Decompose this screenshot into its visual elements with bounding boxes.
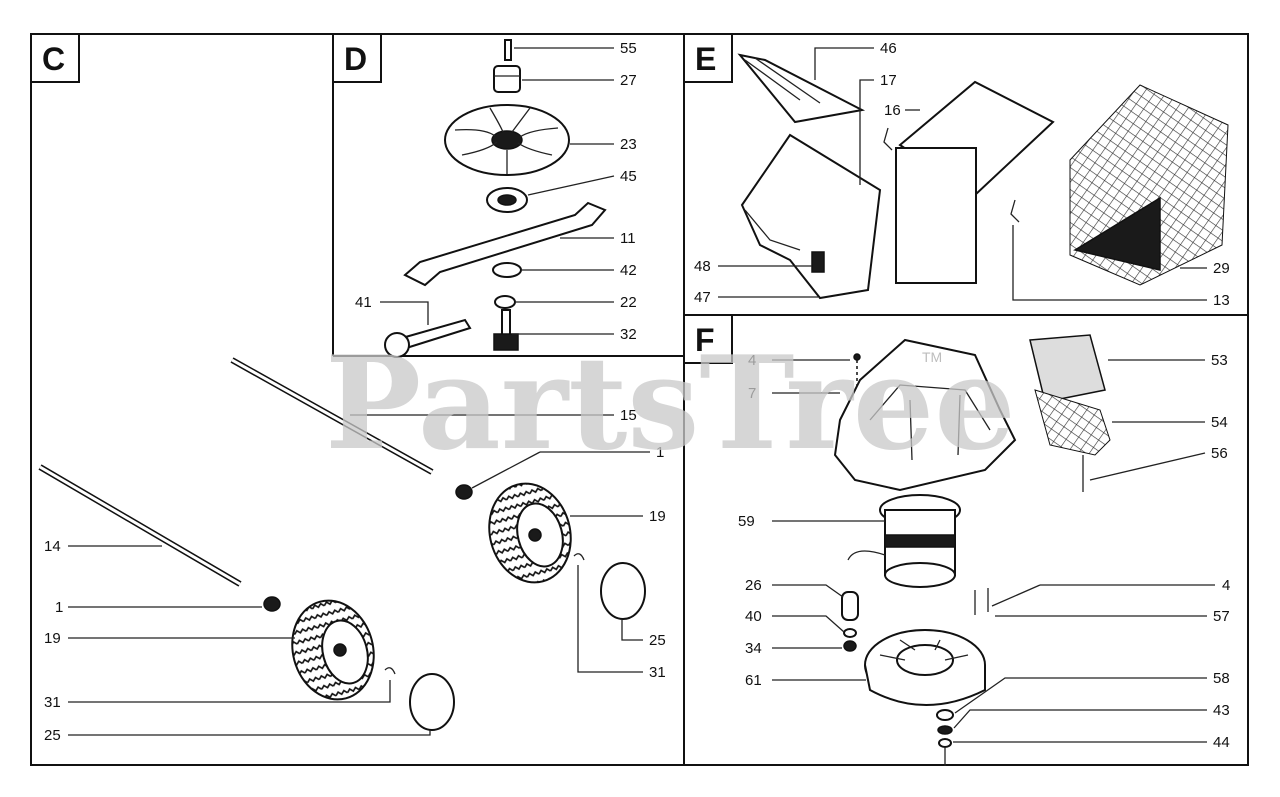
callout-23: 23 — [620, 136, 637, 153]
callout-14: 14 — [44, 538, 61, 555]
callout-4-right: 4 — [1222, 577, 1230, 594]
clip-16-part — [883, 127, 893, 151]
screw-55-part — [504, 39, 512, 61]
callout-26: 26 — [745, 577, 762, 594]
callout-17: 17 — [880, 72, 897, 89]
trademark-mark: TM — [922, 349, 942, 365]
wheel-19b-part — [291, 599, 375, 701]
panel-e-callouts: 46 17 16 48 47 29 13 — [694, 40, 1230, 309]
nut-34-part — [843, 640, 857, 652]
screws-4-57-part — [974, 588, 989, 615]
callout-1-upper: 1 — [656, 444, 664, 461]
callout-43: 43 — [1213, 702, 1230, 719]
callout-25-lower: 25 — [44, 727, 61, 744]
callout-58: 58 — [1213, 670, 1230, 687]
callout-41: 41 — [355, 294, 372, 311]
panel-e-label: E — [683, 33, 733, 83]
bag-frame-17-part — [740, 133, 882, 300]
callout-48: 48 — [694, 258, 711, 275]
clip-13-part — [1010, 199, 1020, 223]
callout-19-upper: 19 — [649, 508, 666, 525]
motor-59-part — [847, 494, 961, 588]
panel-c-callouts: 15 1 19 14 1 19 25 31 31 25 — [44, 407, 666, 744]
housing-cover-part — [833, 338, 1017, 492]
diagram-frame — [30, 33, 1249, 766]
axle-15-part — [230, 357, 434, 475]
svg-text:F: F — [695, 322, 715, 358]
washer-43-part — [937, 725, 953, 735]
clip-31a-part — [573, 553, 585, 561]
callout-53: 53 — [1211, 352, 1228, 369]
cap-25a-part — [600, 562, 646, 620]
base-61-part — [864, 629, 986, 706]
callout-27: 27 — [620, 72, 637, 89]
blade-11-part — [403, 201, 607, 287]
callout-7: 7 — [748, 385, 756, 402]
partstree-watermark: PartsTree TM — [325, 329, 1016, 479]
callout-44: 44 — [1213, 734, 1230, 751]
callout-55: 55 — [620, 40, 637, 57]
grille-54-part — [1034, 389, 1111, 456]
rod-frame-part — [895, 80, 1055, 284]
callout-4-top: 4 — [748, 352, 756, 369]
callout-11: 11 — [620, 230, 636, 247]
adapter-45-part — [486, 187, 528, 213]
bolt-32-part — [493, 309, 519, 351]
callout-15: 15 — [620, 407, 637, 424]
callout-40: 40 — [745, 608, 762, 625]
bag-top-46-part — [737, 53, 866, 124]
callout-1-lower: 1 — [55, 599, 63, 616]
callout-46: 46 — [880, 40, 897, 57]
panel-e-parts — [737, 53, 1229, 300]
callout-61: 61 — [745, 672, 762, 689]
fan-23-part — [444, 104, 570, 176]
filter-53-part — [1029, 334, 1106, 403]
callout-57: 57 — [1213, 608, 1230, 625]
bushing-1b-part — [263, 596, 281, 612]
svg-text:E: E — [695, 41, 716, 77]
wheel-19a-part — [488, 482, 572, 584]
callout-47: 47 — [694, 289, 711, 306]
panel-c-label: C — [30, 33, 80, 83]
cap-25b-part — [409, 673, 455, 731]
panel-d-label: D — [332, 33, 382, 83]
svg-text:D: D — [344, 41, 367, 77]
panel-d-parts — [384, 39, 607, 358]
bag-29-part — [1069, 84, 1229, 286]
callout-32: 32 — [620, 326, 637, 343]
callout-29: 29 — [1213, 260, 1230, 277]
callout-31-lower: 31 — [44, 694, 61, 711]
callout-56: 56 — [1211, 445, 1228, 462]
callout-59: 59 — [738, 513, 755, 530]
panel-d-callouts: 55 27 23 45 11 42 22 32 41 — [355, 40, 637, 343]
axle-14-part — [38, 464, 242, 587]
panel-c-parts — [38, 357, 646, 731]
panel-f-parts — [833, 334, 1111, 766]
callout-16: 16 — [884, 102, 901, 119]
callout-45: 45 — [620, 168, 637, 185]
panel-f-label: F — [683, 314, 733, 364]
callout-34: 34 — [745, 640, 762, 657]
panel-f-callouts: 4 7 53 54 56 59 26 40 34 61 4 57 58 43 4… — [738, 352, 1230, 751]
washer-22-part — [494, 295, 516, 309]
callout-42: 42 — [620, 262, 637, 279]
svg-text:C: C — [42, 41, 65, 77]
callout-25-upper: 25 — [649, 632, 666, 649]
washer-58-part — [936, 709, 954, 721]
washer-42-part — [492, 262, 522, 278]
capacitor-26-part — [841, 591, 859, 621]
callout-54: 54 — [1211, 414, 1228, 431]
callout-13: 13 — [1213, 292, 1230, 309]
bushing-1a-part — [455, 484, 473, 500]
clip-31b-part — [384, 667, 396, 675]
svg-text:PartsTree: PartsTree — [325, 329, 1016, 479]
callout-19-lower: 19 — [44, 630, 61, 647]
wrench-41-part — [384, 318, 472, 358]
washer-40-part — [843, 628, 857, 638]
nut-27-part — [493, 65, 521, 93]
callout-31-upper: 31 — [649, 664, 666, 681]
callout-22: 22 — [620, 294, 637, 311]
bolt-44-part — [938, 738, 952, 766]
